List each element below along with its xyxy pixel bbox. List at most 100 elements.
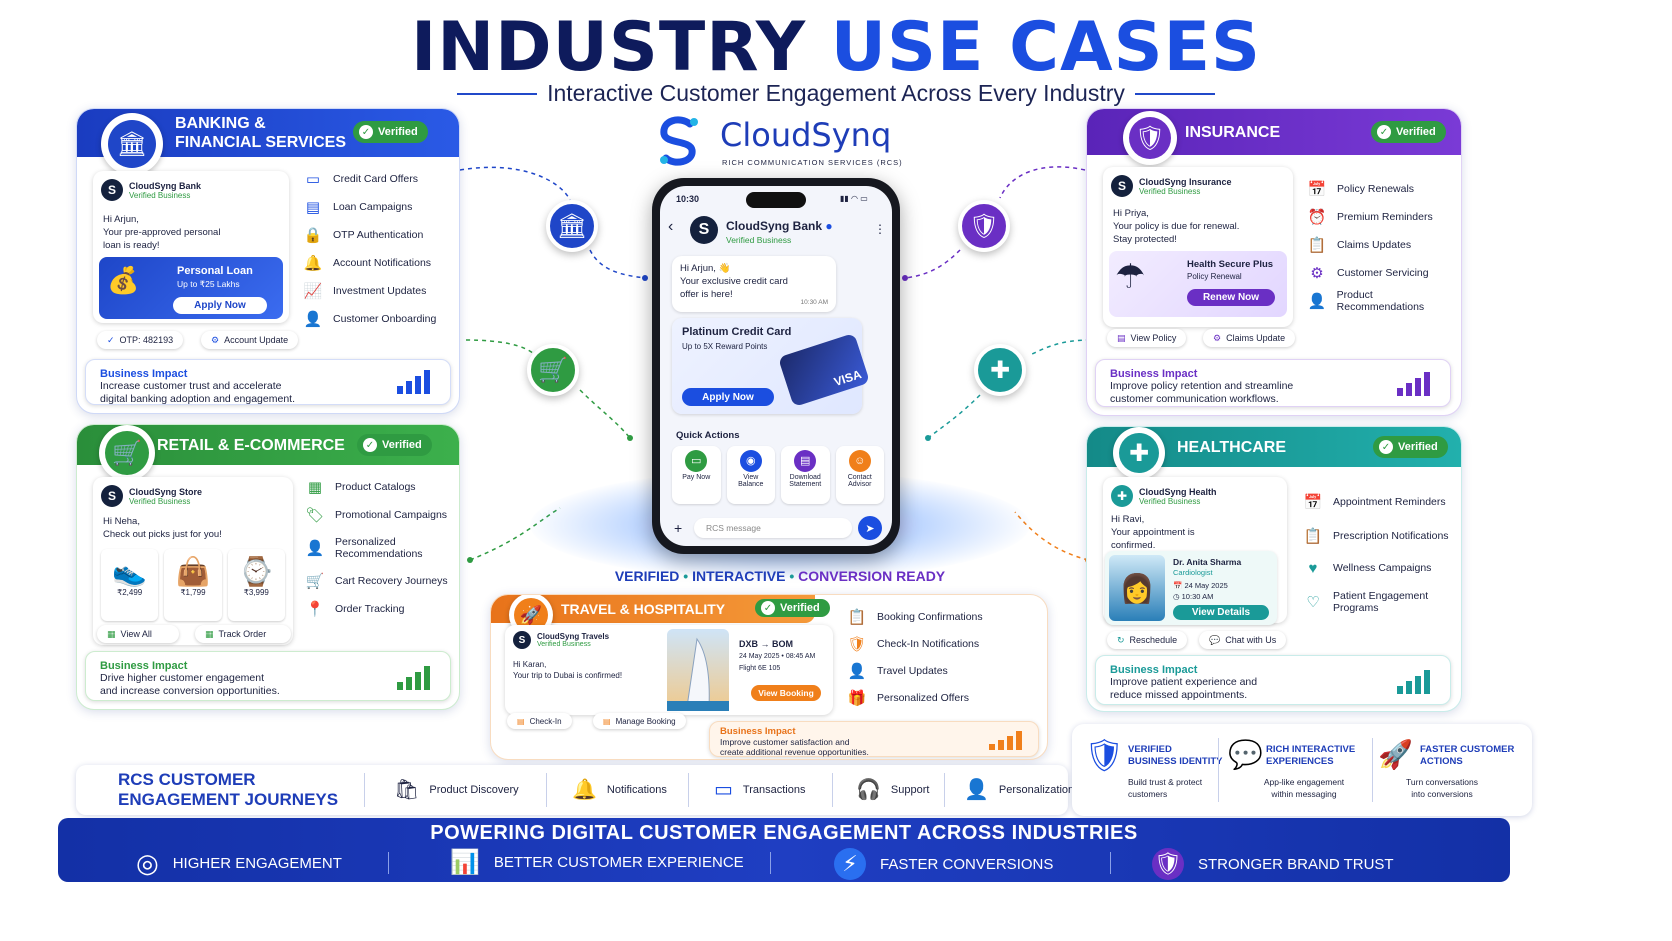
heart-plus-icon: ✚ <box>1119 433 1159 473</box>
product-card[interactable]: ⌚₹3,999 <box>228 549 285 621</box>
brand-logo: CloudSynq RICH COMMUNICATION SERVICES (R… <box>650 110 910 170</box>
phone-screen: 10:30 ▮▮ ◠ ▭ ‹ S CloudSyng Bank ● Verifi… <box>660 186 892 546</box>
pin-icon: 📍 <box>305 601 325 618</box>
feature-claims: 📋Claims Updates <box>1307 237 1412 254</box>
otp-chip[interactable]: ✓OTP: 482193 <box>97 331 184 349</box>
renew-now-button[interactable]: Renew Now <box>1187 289 1275 306</box>
product-card[interactable]: 👜₹1,799 <box>164 549 221 621</box>
shield-orbit-icon: 🛡 <box>958 200 1010 252</box>
account-update-chip[interactable]: ⚙Account Update <box>201 331 299 349</box>
track-order-chip[interactable]: ▦Track Order <box>195 625 291 643</box>
growth-chart-icon <box>1397 670 1430 694</box>
feature-prescriptions: 📋Prescription Notifications <box>1303 528 1449 545</box>
chat-chip[interactable]: 💬Chat with Us <box>1199 631 1287 649</box>
back-arrow-icon[interactable]: ‹ <box>668 218 674 235</box>
burj-al-arab-image <box>667 629 729 711</box>
credit-card-offer: Platinum Credit Card Up to 5X Reward Poi… <box>672 318 871 414</box>
retail-verified-badge: ✓Verified <box>357 434 432 456</box>
biz-verified: Verified Business <box>1139 496 1201 506</box>
manage-booking-chip[interactable]: ▤Manage Booking <box>593 713 686 729</box>
impact-line-1: Improve patient experience and <box>1110 676 1258 688</box>
doctor-specialty: Cardiologist <box>1173 568 1213 577</box>
impact-title: Business Impact <box>100 368 188 380</box>
banking-features: ▭Credit Card Offers ▤Loan Campaigns 🔒OTP… <box>303 165 437 333</box>
healthcare-title: HEALTHCARE <box>1177 438 1287 456</box>
biz-logo: S <box>513 631 531 649</box>
feature-promo: 🏷Promotional Campaigns <box>305 507 448 524</box>
cart-icon: 🛒 <box>105 431 149 475</box>
bell-icon: 🔔 <box>303 255 323 272</box>
chat-bubble-icon: 💬 <box>1228 739 1263 770</box>
insurance-verified-badge: ✓Verified <box>1371 121 1446 143</box>
health-orbit-icon: ✚ <box>974 344 1026 396</box>
brand-tagline: RICH COMMUNICATION SERVICES (RCS) <box>722 158 903 167</box>
impact-line-2: digital banking adoption and engagement. <box>100 393 295 405</box>
apply-now-button[interactable]: Apply Now <box>173 297 267 314</box>
hotel-icon <box>667 637 729 711</box>
reschedule-chip[interactable]: ↻Reschedule <box>1107 631 1188 649</box>
subtitle-divider-right <box>1134 92 1215 95</box>
banking-panel: BANKING &FINANCIAL SERVICES 🏛 ✓Verified … <box>76 108 460 414</box>
more-icon[interactable]: ⋮ <box>874 222 886 236</box>
travel-verified-badge: ✓Verified <box>755 599 830 617</box>
biz-name: CloudSyng Travels <box>537 632 610 641</box>
cart-orbit-icon: 🛒 <box>527 344 579 396</box>
retail-impact: Business Impact Drive higher customer en… <box>85 651 451 701</box>
impact-line-1: Drive higher customer engagement <box>100 672 265 684</box>
feature-appointments: 📅Appointment Reminders <box>1303 494 1446 511</box>
claims-update-chip[interactable]: ⚙Claims Update <box>1203 329 1296 347</box>
banking-title-2: FINANCIAL SERVICES <box>175 134 346 151</box>
bank-icon: 🏛 <box>108 120 156 168</box>
journey-product-discovery: 🛍Product Discovery <box>394 779 519 801</box>
brand-name: CloudSynq <box>720 116 892 154</box>
add-icon[interactable]: + <box>674 520 683 536</box>
phone-time: 10:30 <box>676 194 700 204</box>
prescription-icon: 📋 <box>1303 528 1323 545</box>
product-carousel: 👟₹2,499 👜₹1,799 ⌚₹3,999 <box>101 549 285 621</box>
healthcare-impact: Business Impact Improve patient experien… <box>1095 655 1451 705</box>
impact-line-1: Improve policy retention and streamline <box>1110 380 1294 392</box>
chart-icon: 📈 <box>303 283 323 300</box>
view-all-chip[interactable]: ▦View All <box>97 625 179 643</box>
shopping-bag-icon: 🛍 <box>394 779 420 801</box>
quick-action-pay[interactable]: ▭ Pay Now <box>672 446 721 504</box>
phone-mockup: 10:30 ▮▮ ◠ ▭ ‹ S CloudSyng Bank ● Verifi… <box>652 178 900 554</box>
quick-actions-label: Quick Actions <box>676 430 740 441</box>
check-in-chip[interactable]: ▤Check-In <box>507 713 572 729</box>
travel-message: Hi Karan,Your trip to Dubai is confirmed… <box>513 660 623 680</box>
wallet-icon: ▭ <box>685 450 708 472</box>
title-part-1: INDUSTRY <box>410 8 807 87</box>
impact-line-1: Increase customer trust and accelerate <box>100 380 282 392</box>
view-policy-chip[interactable]: ▤View Policy <box>1107 329 1187 347</box>
send-icon[interactable]: ➤ <box>858 516 882 540</box>
card-title: Platinum Credit Card <box>682 326 792 338</box>
loan-offer-card: 💰 Personal Loan Up to ₹25 Lakhs Apply No… <box>99 257 283 319</box>
product-card[interactable]: 👟₹2,499 <box>101 549 158 621</box>
card-apply-button[interactable]: Apply Now <box>682 388 774 406</box>
retail-badge: 🛒 <box>99 425 155 481</box>
message-input[interactable]: RCS message <box>694 518 852 538</box>
bell-icon: 🔔 <box>572 779 597 801</box>
msg-time: 10:30 AM <box>800 299 828 306</box>
view-details-button[interactable]: View Details <box>1173 605 1269 620</box>
view-booking-button[interactable]: View Booking <box>751 685 821 701</box>
headset-icon: 🎧 <box>856 779 881 801</box>
travel-panel: TRAVEL & HOSPITALITY 🚀 ✓Verified S Cloud… <box>490 594 1048 760</box>
journey-transactions: ▭Transactions <box>714 779 806 801</box>
subtitle-divider-left <box>457 92 538 95</box>
biz-name: CloudSyng Bank <box>129 180 202 191</box>
